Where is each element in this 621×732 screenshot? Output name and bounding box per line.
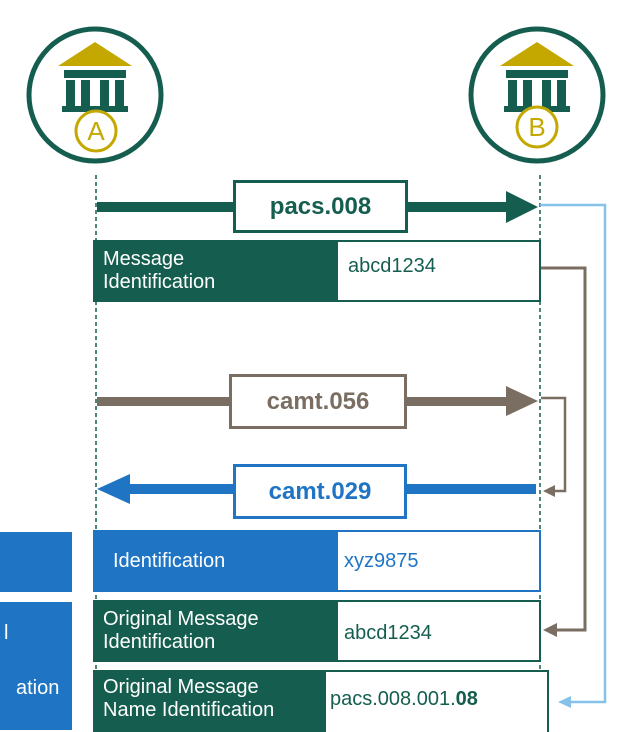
original-message-identification-label: Original Message Identification — [95, 602, 338, 660]
identification-label: Identification — [95, 532, 338, 590]
original-message-identification-row: Original Message Identification abcd1234 — [93, 600, 541, 662]
camt056-label: camt.056 — [229, 374, 407, 429]
original-message-name-identification-value: pacs.008.001.08 — [326, 672, 547, 732]
bank-b-icon — [468, 26, 606, 164]
taupe-connector-short — [541, 396, 567, 493]
taupe-connector-long — [541, 266, 587, 632]
original-message-name-identification-label: Original Message Name Identification — [95, 672, 326, 732]
taupe-connector-long-arrowhead — [543, 623, 557, 637]
left-panel-box-2-tail: ation — [16, 677, 60, 699]
message-name-prefix: pacs.008.001. — [330, 687, 456, 710]
identification-value: xyz9875 — [338, 532, 539, 590]
left-panel-box-2-char: l — [4, 622, 9, 644]
bank-a-letter: A — [87, 116, 105, 146]
blue-connector — [540, 203, 607, 704]
camt029-label: camt.029 — [233, 464, 407, 519]
message-identification-label: Message Identification — [95, 242, 338, 300]
original-message-identification-value: abcd1234 — [338, 602, 539, 660]
message-name-version: 08 — [455, 687, 478, 710]
bank-b-letter: B — [528, 112, 545, 142]
identification-row: Identification xyz9875 — [93, 530, 541, 592]
left-panel-box-1 — [0, 532, 72, 592]
original-message-name-identification-row: Original Message Name Identification pac… — [93, 670, 549, 732]
message-identification-row: Message Identification abcd1234 — [93, 240, 541, 302]
taupe-connector-short-arrowhead — [543, 485, 555, 497]
blue-connector-arrowhead — [558, 696, 571, 708]
bank-a-icon — [26, 26, 164, 164]
pacs008-label: pacs.008 — [233, 180, 408, 233]
left-panel-box-2: l ation — [0, 602, 72, 730]
message-identification-value: abcd1234 — [338, 242, 539, 300]
